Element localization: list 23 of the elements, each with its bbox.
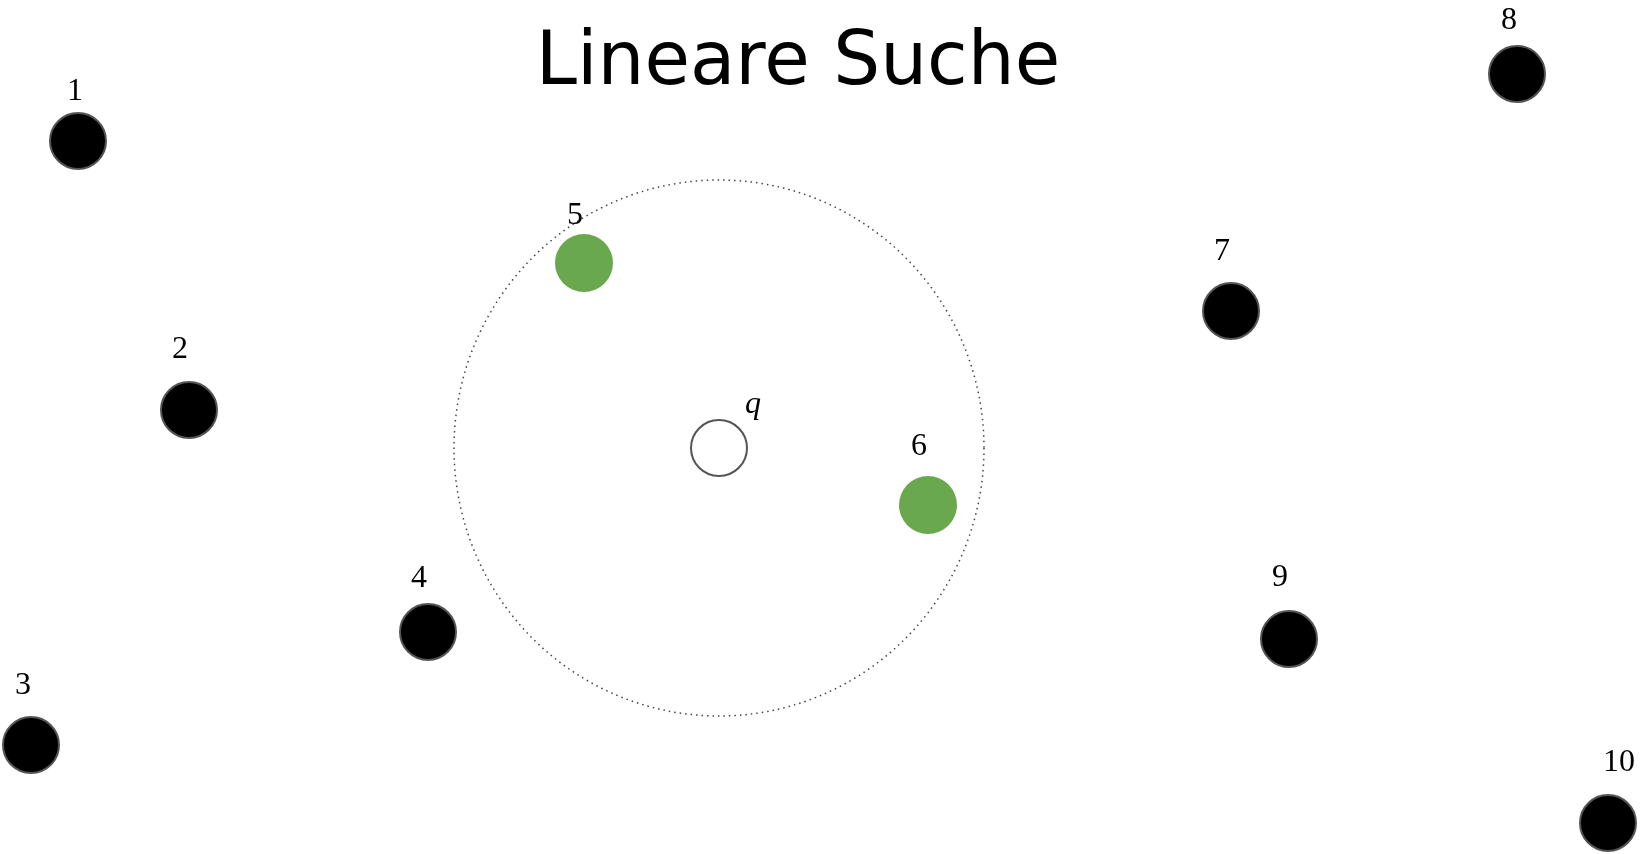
query-point [690,419,748,477]
title: Lineare Suche [535,15,1061,101]
point-label: q [745,386,761,418]
data-point [399,603,457,661]
point-label: 2 [172,331,188,363]
data-point [2,716,60,774]
data-point [1488,45,1546,103]
result-point [899,476,957,534]
data-point [49,112,107,170]
data-point [1260,610,1318,668]
point-label: 3 [15,667,31,699]
point-label: 1 [67,73,83,105]
data-point [1579,794,1637,852]
result-point [555,234,613,292]
point-label: 10 [1603,744,1635,776]
point-label: 6 [911,428,927,460]
data-point [1202,282,1260,340]
point-label: 4 [411,560,427,592]
point-label: 8 [1501,2,1517,34]
data-point [160,381,218,439]
point-label: 5 [567,197,583,229]
point-label: 7 [1214,233,1230,265]
point-label: 9 [1272,559,1288,591]
